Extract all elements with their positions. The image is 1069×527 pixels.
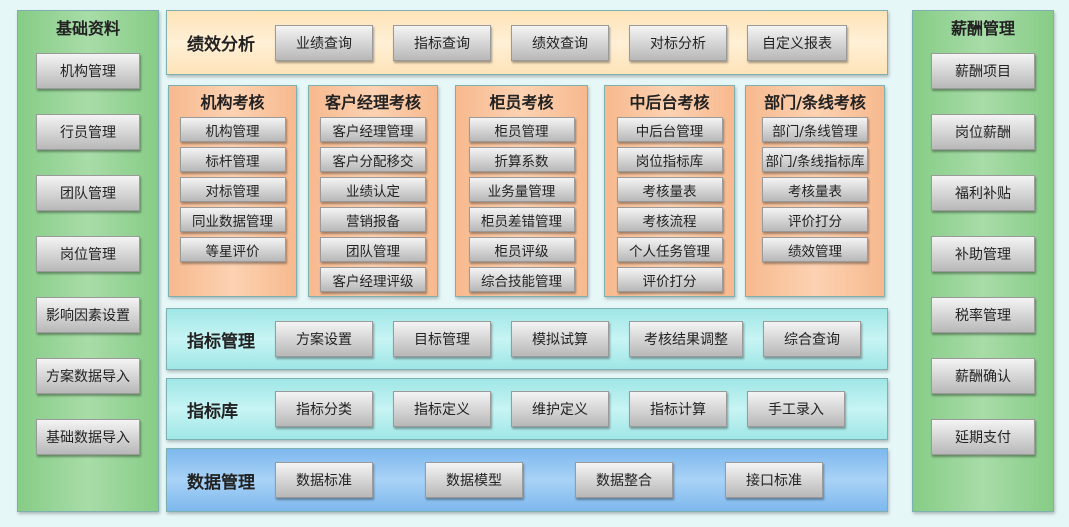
teller-button[interactable]: 柜员评级 (468, 237, 575, 262)
basic-data-title: 基础资料 (55, 19, 120, 38)
indicator-lib-button[interactable]: 指标定义 (393, 391, 491, 427)
basic-data-panel: 基础资料 机构管理行员管理团队管理岗位管理影响因素设置方案数据导入基础数据导入 (17, 10, 159, 512)
indicator-mgmt-button[interactable]: 模拟试算 (511, 321, 609, 357)
compensation-button[interactable]: 税率管理 (931, 297, 1035, 333)
basic-data-button[interactable]: 团队管理 (36, 175, 140, 211)
indicator-lib-button[interactable]: 维护定义 (511, 391, 609, 427)
performance-button[interactable]: 指标查询 (393, 24, 491, 61)
back-office-button[interactable]: 个人任务管理 (616, 237, 723, 262)
account-manager-button[interactable]: 客户经理评级 (320, 267, 426, 292)
back-office-button[interactable]: 考核量表 (616, 177, 723, 202)
indicator-mgmt-button[interactable]: 考核结果调整 (629, 321, 743, 357)
basic-data-button[interactable]: 机构管理 (36, 53, 140, 89)
data-management-title: 数据管理 (187, 472, 255, 493)
account-manager-button[interactable]: 客户分配移交 (320, 147, 426, 172)
back-office-button[interactable]: 考核流程 (616, 207, 723, 232)
basic-data-button[interactable]: 岗位管理 (36, 236, 140, 272)
basic-data-button[interactable]: 基础数据导入 (36, 419, 140, 455)
indicator-library-title: 指标库 (187, 401, 238, 422)
department-button[interactable]: 部门/条线管理 (762, 117, 868, 142)
department-assessment-panel: 部门/条线考核 部门/条线管理部门/条线指标库考核量表评价打分绩效管理 (745, 85, 885, 297)
compensation-button[interactable]: 福利补贴 (931, 175, 1035, 211)
department-button[interactable]: 绩效管理 (762, 237, 868, 262)
teller-button[interactable]: 柜员管理 (468, 117, 575, 142)
teller-assessment-panel: 柜员考核 柜员管理折算系数业务量管理柜员差错管理柜员评级综合技能管理 (455, 85, 588, 297)
back-office-button[interactable]: 评价打分 (616, 267, 723, 292)
indicator-mgmt-button[interactable]: 综合查询 (763, 321, 861, 357)
teller-button[interactable]: 综合技能管理 (468, 267, 575, 292)
account-manager-button[interactable]: 团队管理 (320, 237, 426, 262)
performance-analysis-panel: 绩效分析 业绩查询指标查询绩效查询对标分析自定义报表 (166, 10, 888, 75)
indicator-library-panel: 指标库 指标分类指标定义维护定义指标计算手工录入 (166, 378, 888, 440)
indicator-mgmt-button[interactable]: 方案设置 (275, 321, 373, 357)
compensation-button[interactable]: 延期支付 (931, 419, 1035, 455)
indicator-lib-button[interactable]: 手工录入 (747, 391, 845, 427)
indicator-management-title: 指标管理 (187, 331, 255, 352)
data-mgmt-button[interactable]: 数据整合 (575, 462, 673, 498)
back-office-button[interactable]: 中后台管理 (616, 117, 723, 142)
compensation-button[interactable]: 补助管理 (931, 236, 1035, 272)
teller-button[interactable]: 业务量管理 (468, 177, 575, 202)
account-manager-button[interactable]: 营销报备 (320, 207, 426, 232)
institution-button[interactable]: 同业数据管理 (179, 207, 286, 232)
institution-button[interactable]: 标杆管理 (179, 147, 286, 172)
compensation-button[interactable]: 薪酬项目 (931, 53, 1035, 89)
indicator-management-panel: 指标管理 方案设置目标管理模拟试算考核结果调整综合查询 (166, 308, 888, 370)
data-mgmt-button[interactable]: 数据标准 (275, 462, 373, 498)
indicator-lib-button[interactable]: 指标分类 (275, 391, 373, 427)
department-button[interactable]: 部门/条线指标库 (762, 147, 868, 172)
column-title: 部门/条线考核 (764, 93, 866, 112)
compensation-panel: 薪酬管理 薪酬项目岗位薪酬福利补贴补助管理税率管理薪酬确认延期支付 (912, 10, 1054, 512)
back-office-button[interactable]: 岗位指标库 (616, 147, 723, 172)
column-title: 柜员考核 (489, 93, 554, 112)
basic-data-button[interactable]: 影响因素设置 (36, 297, 140, 333)
institution-button[interactable]: 对标管理 (179, 177, 286, 202)
institution-button[interactable]: 机构管理 (179, 117, 286, 142)
institution-assessment-panel: 机构考核 机构管理标杆管理对标管理同业数据管理等星评价 (168, 85, 297, 297)
teller-button[interactable]: 柜员差错管理 (468, 207, 575, 232)
account-manager-assessment-panel: 客户经理考核 客户经理管理客户分配移交业绩认定营销报备团队管理客户经理评级 (308, 85, 438, 297)
department-button[interactable]: 评价打分 (762, 207, 868, 232)
compensation-button[interactable]: 岗位薪酬 (931, 114, 1035, 150)
performance-analysis-title: 绩效分析 (187, 35, 255, 55)
data-mgmt-button[interactable]: 数据模型 (425, 462, 523, 498)
compensation-button[interactable]: 薪酬确认 (931, 358, 1035, 394)
basic-data-button[interactable]: 方案数据导入 (36, 358, 140, 394)
compensation-title: 薪酬管理 (950, 19, 1015, 38)
column-title: 客户经理考核 (324, 93, 421, 112)
account-manager-button[interactable]: 客户经理管理 (320, 117, 426, 142)
performance-button[interactable]: 对标分析 (629, 24, 727, 61)
column-title: 机构考核 (200, 93, 265, 112)
data-mgmt-button[interactable]: 接口标准 (725, 462, 823, 498)
department-button[interactable]: 考核量表 (762, 177, 868, 202)
performance-button[interactable]: 业绩查询 (275, 24, 373, 61)
performance-button[interactable]: 自定义报表 (747, 24, 847, 61)
institution-button[interactable]: 等星评价 (179, 237, 286, 262)
data-management-panel: 数据管理 数据标准 数据模型 数据整合 接口标准 (166, 448, 888, 512)
indicator-mgmt-button[interactable]: 目标管理 (393, 321, 491, 357)
basic-data-button[interactable]: 行员管理 (36, 114, 140, 150)
account-manager-button[interactable]: 业绩认定 (320, 177, 426, 202)
back-office-assessment-panel: 中后台考核 中后台管理岗位指标库考核量表考核流程个人任务管理评价打分 (604, 85, 735, 297)
teller-button[interactable]: 折算系数 (468, 147, 575, 172)
column-title: 中后台考核 (629, 93, 710, 112)
performance-button[interactable]: 绩效查询 (511, 24, 609, 61)
indicator-lib-button[interactable]: 指标计算 (629, 391, 727, 427)
